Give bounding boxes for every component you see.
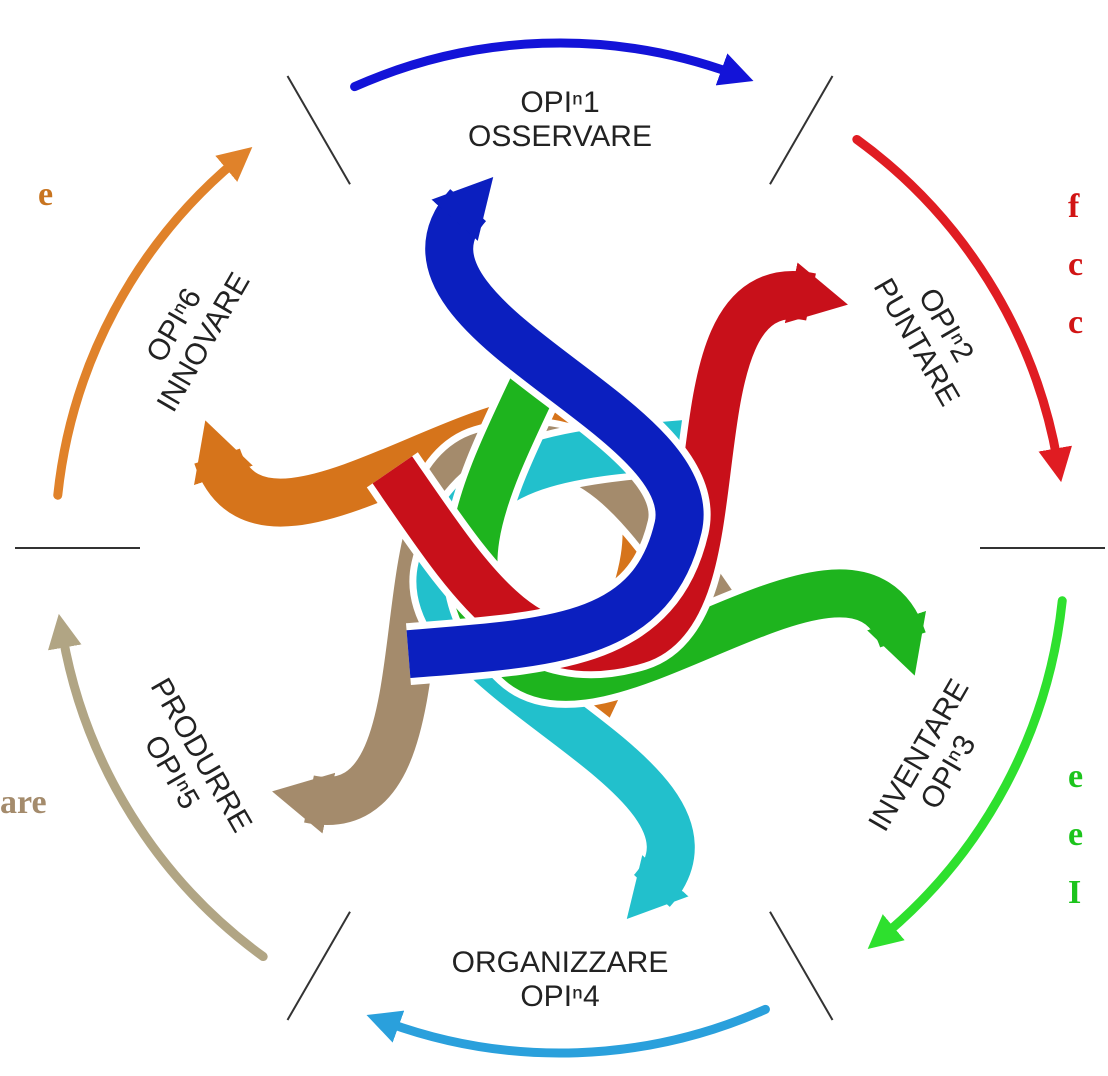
outer-cycle-arrow <box>53 146 253 500</box>
interlaced-ribbon-knot <box>187 176 933 920</box>
segment-label-line: ORGANIZZARE <box>452 946 669 979</box>
side-text-right-bottom-line: e <box>1068 758 1084 795</box>
outer-cycle-arrow <box>366 1004 770 1058</box>
ribbon-arrow-1 <box>406 176 704 679</box>
side-text-right-top-line: c <box>1068 246 1084 283</box>
side-text-right-bottom-line: e <box>1068 816 1084 853</box>
side-text-left-top: e <box>38 176 54 213</box>
ribbon-arrow-5 <box>272 424 748 834</box>
divider-line <box>769 75 834 185</box>
segment-label-line: OPIⁿ1 <box>520 86 599 119</box>
side-text-right-top-line: c <box>1068 304 1084 341</box>
divider-line <box>286 75 351 185</box>
side-text-right-top: f c c <box>1068 178 1083 352</box>
outer-cycle-arrow <box>48 613 268 962</box>
outer-cycle-arrow <box>350 38 754 92</box>
ribbon-arrow-4 <box>416 417 714 920</box>
ribbon-arrow-2 <box>372 262 848 672</box>
divider-line <box>769 911 834 1021</box>
outer-cycle-arrow <box>852 134 1072 483</box>
divider-line <box>286 911 351 1021</box>
side-text-right-top-line: f <box>1068 188 1080 225</box>
side-text-left-bottom: are <box>0 784 47 821</box>
segment-label-line: OSSERVARE <box>468 120 652 153</box>
ribbon-arrow-3 <box>449 353 926 701</box>
side-text-right-bottom: e e I <box>1068 748 1083 922</box>
outer-cycle-arrow <box>867 596 1067 950</box>
segment-label-line: OPIⁿ4 <box>520 980 599 1013</box>
side-text-right-bottom-line: I <box>1068 874 1082 911</box>
